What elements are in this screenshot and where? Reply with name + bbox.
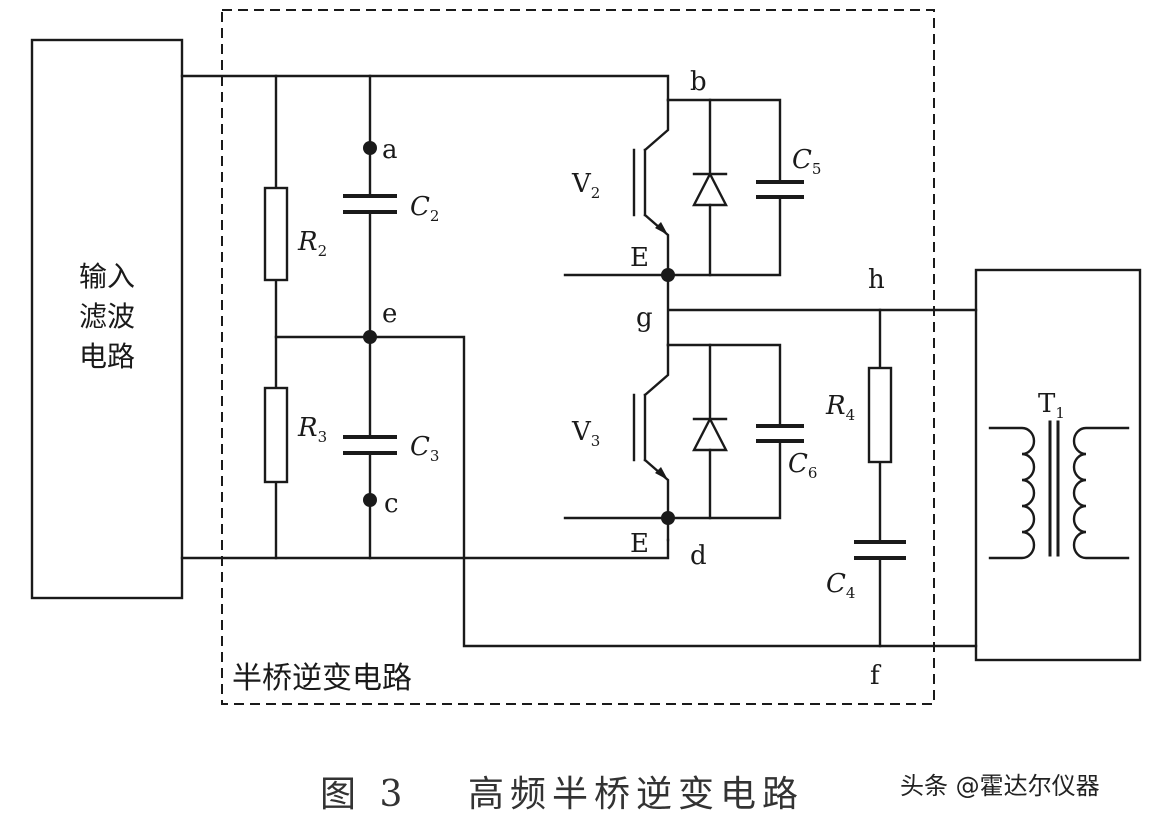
top-rail-wire: [180, 74, 670, 102]
label-t1: T1: [1038, 389, 1065, 422]
upper-diode-symbol: [692, 171, 728, 207]
label-c5: C5: [792, 145, 821, 178]
node-a-dot: [363, 141, 377, 155]
transformer-secondary-winding: [1072, 426, 1130, 560]
resistor-r2: [263, 186, 289, 282]
label-c3: C3: [410, 432, 439, 465]
upper-switch-emitter-arrow: [655, 222, 668, 235]
node-label-g: g: [636, 303, 653, 333]
inverter-region-boundary: [221, 9, 935, 705]
midpoint-wire: [666, 273, 978, 347]
label-emitter-lower: E: [630, 529, 649, 559]
resistor-r3: [263, 386, 289, 484]
input-filter-label-3: 电路: [79, 340, 135, 373]
label-emitter-upper: E: [630, 243, 649, 273]
lower-diode-symbol: [692, 416, 728, 452]
figure-number: 图 3: [320, 774, 408, 815]
label-c2: C2: [410, 192, 439, 225]
node-label-e: e: [382, 299, 397, 329]
input-filter-label-1: 输入: [79, 260, 135, 293]
node-e-dot: [363, 330, 377, 344]
node-label-f: f: [870, 661, 882, 691]
bottom-rail-wire: [180, 538, 670, 560]
watermark-text: 头条 @霍达尔仪器: [900, 772, 1100, 800]
label-c6: C6: [788, 449, 817, 482]
node-label-h: h: [868, 265, 885, 295]
label-v3: V3: [571, 417, 600, 450]
lower-switch-body: [643, 343, 670, 542]
node-label-c: c: [384, 489, 399, 519]
figure-title: 高频半桥逆变电路: [468, 774, 804, 815]
lower-switch-emitter-arrow: [655, 467, 668, 480]
resistor-r4: [867, 366, 893, 464]
label-c4: C4: [826, 569, 855, 602]
label-r4: R4: [825, 391, 855, 424]
node-label-a: a: [382, 135, 398, 165]
node-label-d: d: [690, 541, 707, 571]
node-label-b: b: [690, 67, 707, 97]
label-r3: R3: [297, 413, 327, 446]
upper-switch-collector-wire: [666, 98, 782, 277]
inverter-region-label: 半桥逆变电路: [232, 661, 412, 696]
input-filter-label-2: 滤波: [79, 300, 135, 333]
input-filter-block: [30, 38, 184, 600]
node-c-dot: [363, 493, 377, 507]
label-v2: V2: [571, 169, 600, 202]
label-r2: R2: [297, 227, 327, 260]
transformer-primary-winding: [988, 426, 1036, 560]
lower-switch-collector-wire: [666, 343, 782, 520]
